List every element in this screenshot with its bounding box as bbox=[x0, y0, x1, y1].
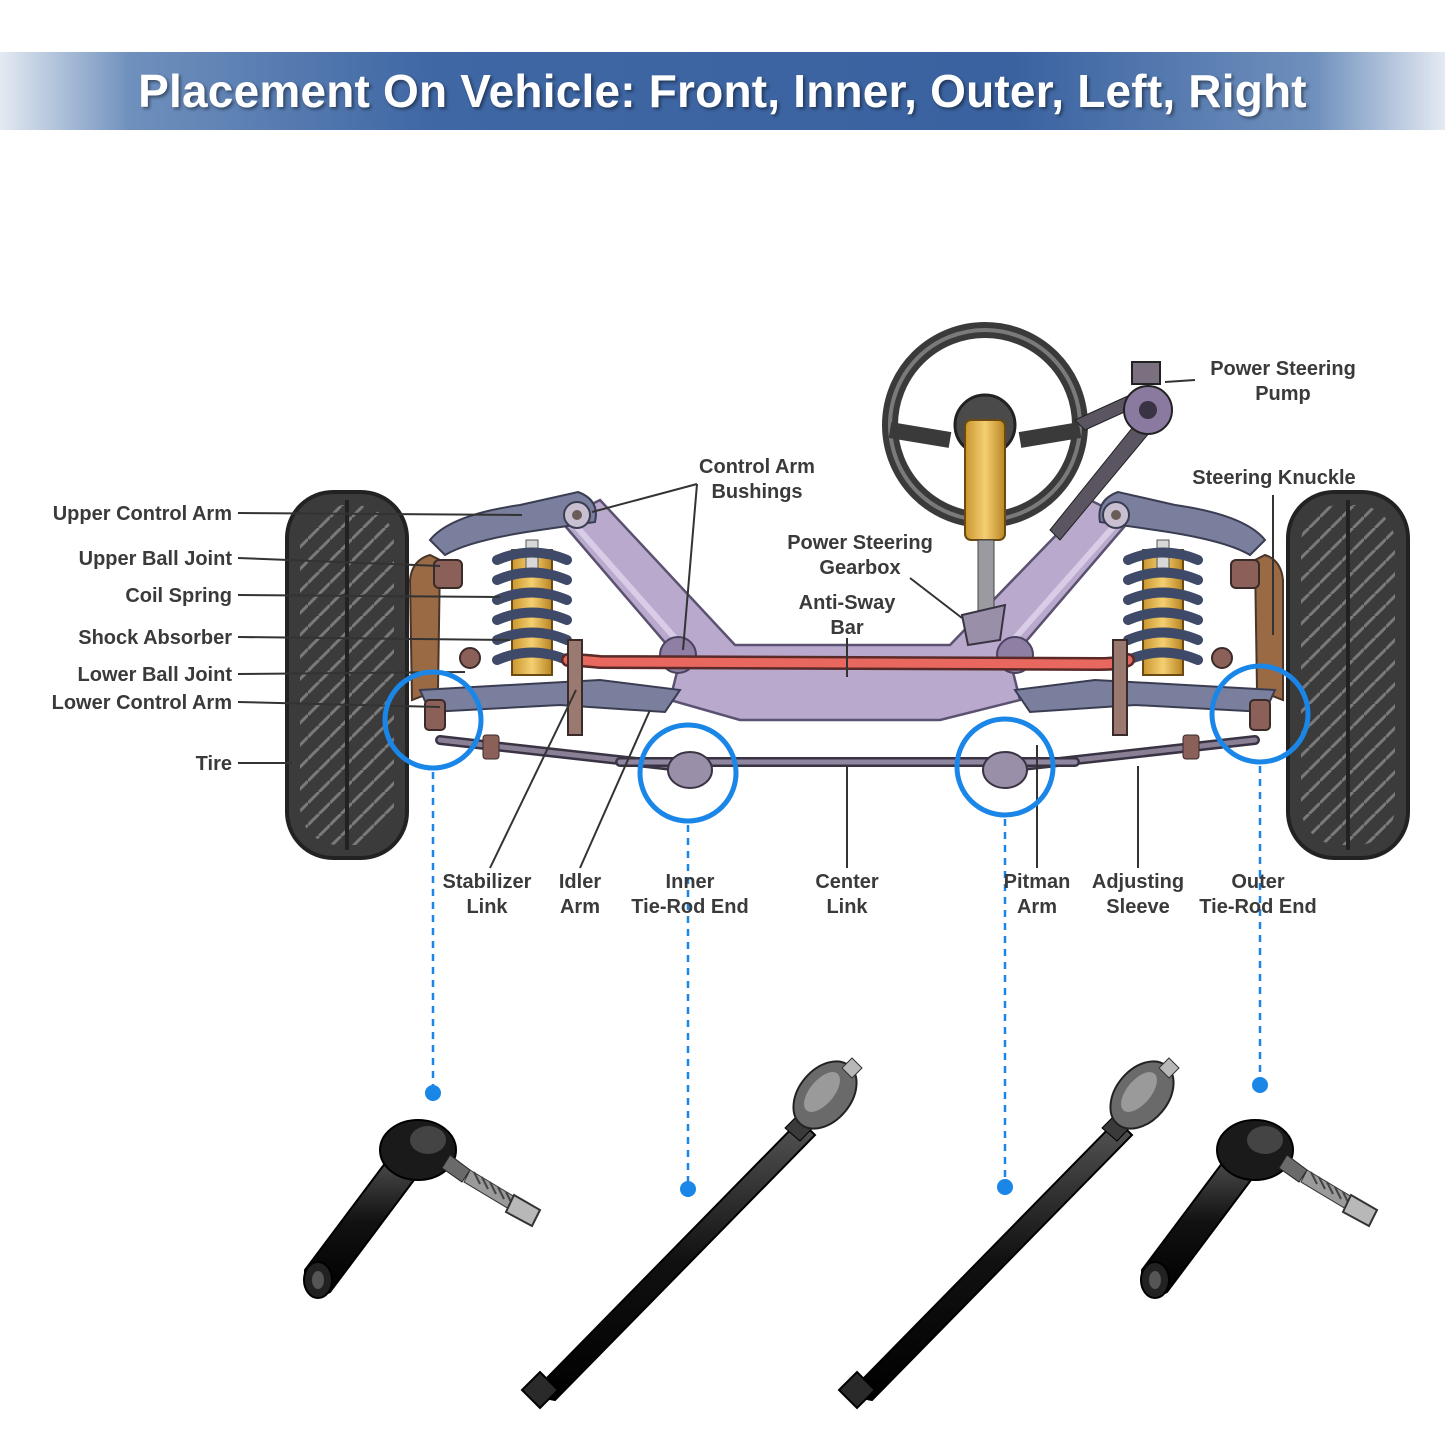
left-tire bbox=[285, 490, 409, 860]
label-tire: Tire bbox=[196, 753, 232, 775]
label-idler-arm-line1: Idler bbox=[559, 871, 601, 893]
upper-control-arms bbox=[428, 490, 1267, 557]
label-anti-sway-bar-line1: Anti-Sway bbox=[799, 592, 897, 614]
dashed-connectors bbox=[431, 766, 1262, 1186]
label-power-steering-pump-line2: Pump bbox=[1255, 383, 1311, 405]
left-shock-spring bbox=[492, 539, 572, 676]
outer-tie-rod-end-right bbox=[1140, 1119, 1379, 1299]
label-center-link-line2: Link bbox=[826, 896, 868, 918]
label-power-steering-gearbox-line2: Gearbox bbox=[819, 557, 900, 579]
label-stabilizer-link-line2: Link bbox=[466, 896, 508, 918]
upper-ball-joints bbox=[433, 559, 1260, 589]
stabilizer-links bbox=[567, 639, 1128, 736]
lower-control-arms bbox=[418, 647, 1277, 714]
label-anti-sway-bar-line2: Bar bbox=[830, 617, 864, 639]
right-shock-spring bbox=[1123, 539, 1203, 676]
inner-tie-rod-left bbox=[520, 1057, 863, 1410]
label-coil-spring: Coil Spring bbox=[125, 585, 232, 607]
label-pitman-arm-line1: Pitman bbox=[1004, 871, 1071, 893]
highlight-right-inner bbox=[954, 716, 1056, 818]
top-labels: Control Arm Bushings Power Steering Gear… bbox=[699, 358, 1356, 639]
label-control-arm-bushings-line1: Control Arm bbox=[699, 456, 815, 478]
label-stabilizer-link-line1: Stabilizer bbox=[443, 871, 532, 893]
label-steering-knuckle: Steering Knuckle bbox=[1192, 467, 1355, 489]
outer-tie-rod-end-left bbox=[303, 1119, 542, 1299]
label-adjusting-sleeve-line1: Adjusting bbox=[1092, 871, 1184, 893]
highlight-circles bbox=[382, 663, 1311, 824]
label-lower-ball-joint: Lower Ball Joint bbox=[78, 664, 233, 686]
label-outer-tie-rod-line1: Outer bbox=[1231, 871, 1285, 893]
label-shock-absorber: Shock Absorber bbox=[78, 627, 232, 649]
label-inner-tie-rod-line1: Inner bbox=[666, 871, 715, 893]
label-power-steering-gearbox-line1: Power Steering bbox=[787, 532, 933, 554]
label-center-link-line1: Center bbox=[815, 871, 879, 893]
highlight-left-outer bbox=[382, 669, 484, 771]
power-steering-pump bbox=[1049, 361, 1173, 541]
highlight-right-outer bbox=[1209, 663, 1311, 765]
highlight-left-inner bbox=[637, 722, 739, 824]
banner-title: Placement On Vehicle: Front, Inner, Oute… bbox=[138, 65, 1307, 117]
connector-dots bbox=[425, 1077, 1268, 1197]
label-outer-tie-rod-line2: Tie-Rod End bbox=[1199, 896, 1316, 918]
bottom-labels: Stabilizer Link Idler Arm Inner Tie-Rod … bbox=[443, 871, 1317, 918]
inner-tie-rod-right bbox=[837, 1057, 1180, 1410]
left-labels: Upper Control Arm Upper Ball Joint Coil … bbox=[52, 503, 233, 775]
label-pitman-arm-line2: Arm bbox=[1017, 896, 1057, 918]
title-banner: Placement On Vehicle: Front, Inner, Oute… bbox=[0, 52, 1445, 130]
label-upper-control-arm: Upper Control Arm bbox=[53, 503, 232, 525]
label-power-steering-pump-line1: Power Steering bbox=[1210, 358, 1356, 380]
label-inner-tie-rod-line2: Tie-Rod End bbox=[631, 896, 748, 918]
steering-linkage bbox=[424, 699, 1271, 789]
label-idler-arm-line2: Arm bbox=[560, 896, 600, 918]
right-tire bbox=[1286, 490, 1410, 860]
label-upper-ball-joint: Upper Ball Joint bbox=[79, 548, 233, 570]
label-control-arm-bushings-line2: Bushings bbox=[711, 481, 802, 503]
steering-wheel bbox=[882, 322, 1088, 647]
label-lower-control-arm: Lower Control Arm bbox=[52, 692, 232, 714]
label-adjusting-sleeve-line2: Sleeve bbox=[1106, 896, 1169, 918]
